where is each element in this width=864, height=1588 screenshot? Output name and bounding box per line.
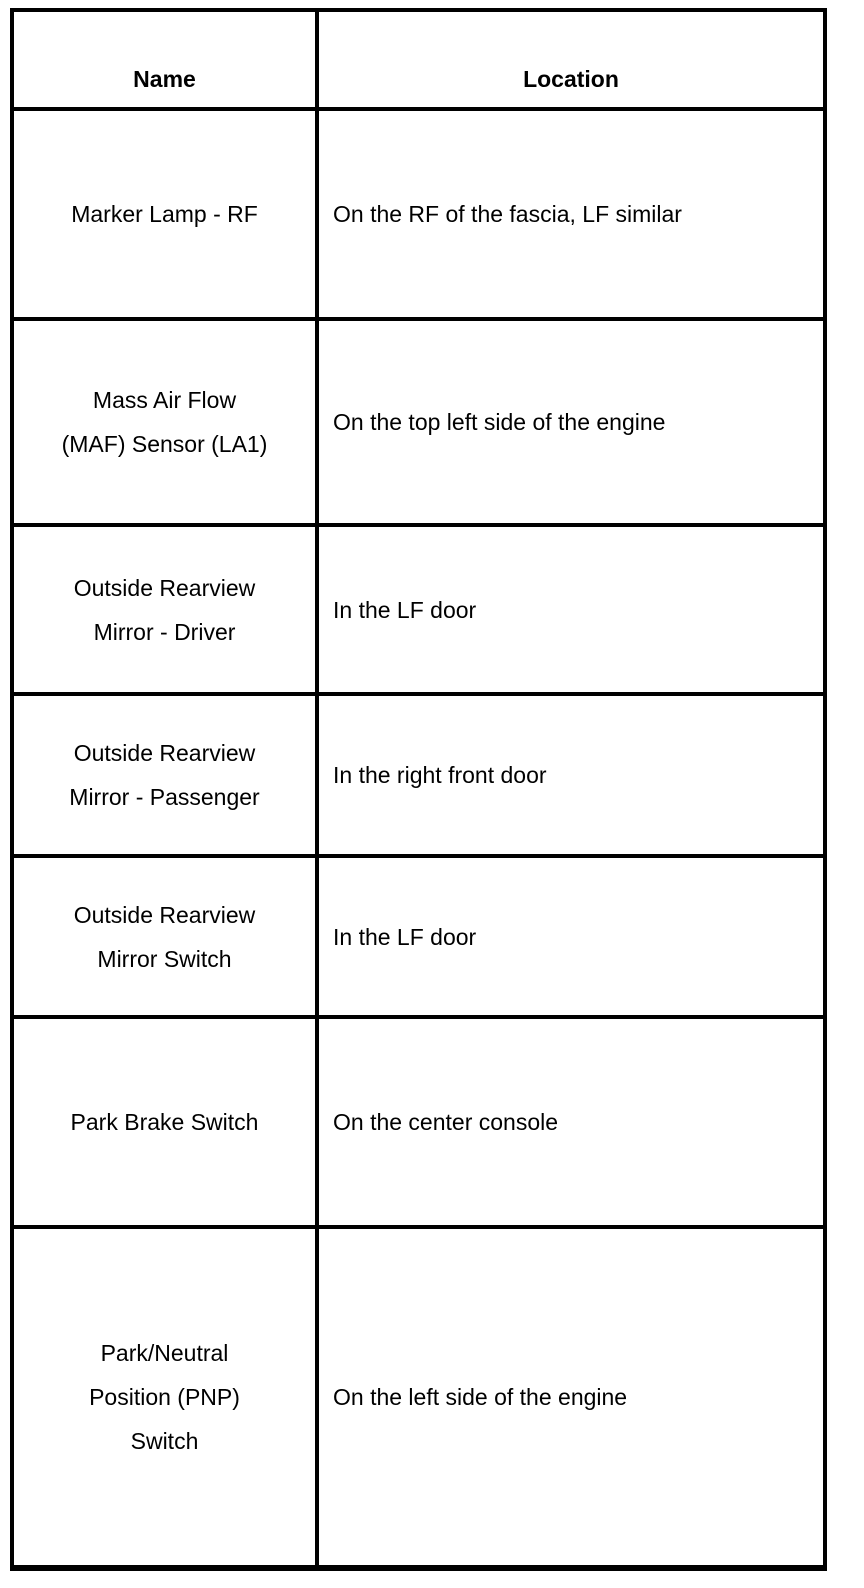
- name-line: Switch: [130, 1428, 199, 1454]
- location-cell: In the right front door: [315, 692, 827, 858]
- name-line: Park/Neutral: [100, 1340, 229, 1366]
- name-line: Outside Rearview: [73, 901, 256, 928]
- name-line: Mirror - Passenger: [69, 784, 260, 810]
- name-line: Outside Rearview: [73, 574, 256, 601]
- name-cell: Park Brake Switch: [10, 1015, 319, 1229]
- table-row: Mass Air Flow (MAF) Sensor (LA1) On the to…: [10, 317, 827, 527]
- table-body: Marker Lamp - RF On the RF of the fascia,…: [10, 107, 827, 1570]
- table-row: Park Brake Switch On the center console: [10, 1015, 827, 1229]
- location-cell: On the left side of the engine: [315, 1225, 827, 1570]
- location-cell: On the top left side of the engine: [315, 317, 827, 527]
- location-cell: On the RF of the fascia, LF similar: [315, 107, 827, 321]
- name-line: Mass Air Flow: [92, 387, 237, 413]
- component-location-table: Name Location Marker Lamp - RF On the RF …: [10, 8, 827, 1571]
- name-line: Mirror Switch: [97, 945, 232, 972]
- name-line: Position (PNP): [89, 1384, 240, 1410]
- table-header: Name Location: [10, 8, 827, 111]
- name-line: (MAF) Sensor (LA1): [61, 431, 268, 457]
- name-line: Mirror - Driver: [93, 618, 236, 645]
- location-cell: In the LF door: [315, 523, 827, 696]
- column-header-location: Location: [315, 8, 827, 111]
- table-row: Marker Lamp - RF On the RF of the fascia,…: [10, 107, 827, 321]
- name-line: Marker Lamp - RF: [71, 201, 258, 227]
- name-line: Park Brake Switch: [70, 1109, 259, 1135]
- location-cell: On the center console: [315, 1015, 827, 1229]
- column-header-name: Name: [10, 8, 319, 111]
- name-line: Outside Rearview: [73, 740, 256, 766]
- name-cell: Marker Lamp - RF: [10, 107, 319, 321]
- header-row: Name Location: [10, 8, 827, 111]
- location-cell: In the LF door: [315, 854, 827, 1019]
- name-cell: Mass Air Flow (MAF) Sensor (LA1): [10, 317, 319, 527]
